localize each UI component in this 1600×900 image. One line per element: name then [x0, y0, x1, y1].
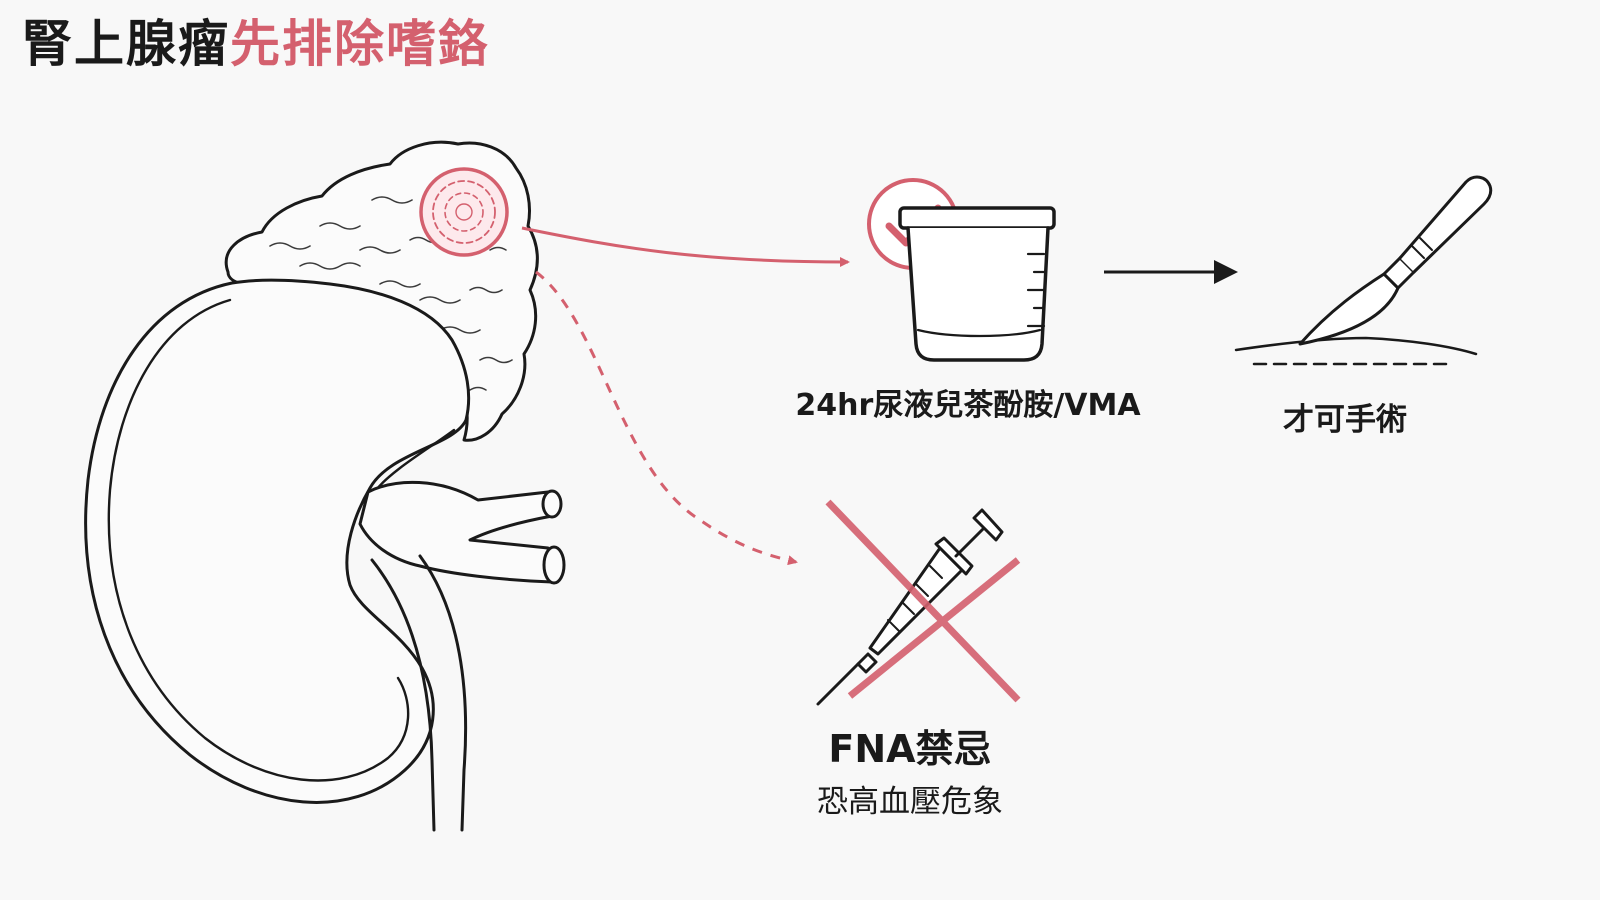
scalpel-icon: [1234, 175, 1493, 366]
kidney-outline: [84, 278, 471, 804]
fna-reason-label: 恐高血壓危象: [817, 784, 1003, 820]
cross-icon: [825, 499, 1021, 703]
urine-cup-icon: [898, 206, 1056, 362]
page-title: 腎上腺瘤先排除嗜鉻: [22, 14, 490, 74]
fna-contraindication-label: FNA禁忌: [828, 727, 992, 771]
urine-test-label: 24hr尿液兒茶酚胺/VMA: [795, 388, 1141, 423]
ureter: [370, 558, 436, 832]
arrow-to-urine-test: [521, 226, 850, 267]
surgery-label: 才可手術: [1283, 402, 1407, 438]
title-main: 腎上腺瘤: [22, 15, 230, 73]
arrow-to-fna: [535, 270, 798, 566]
title-highlight: 先排除嗜鉻: [230, 15, 490, 73]
adrenal-tumor: [419, 167, 509, 257]
renal-vessels: [358, 480, 554, 584]
syringe-icon: [816, 508, 1004, 706]
arrow-to-surgery: [1104, 260, 1238, 284]
